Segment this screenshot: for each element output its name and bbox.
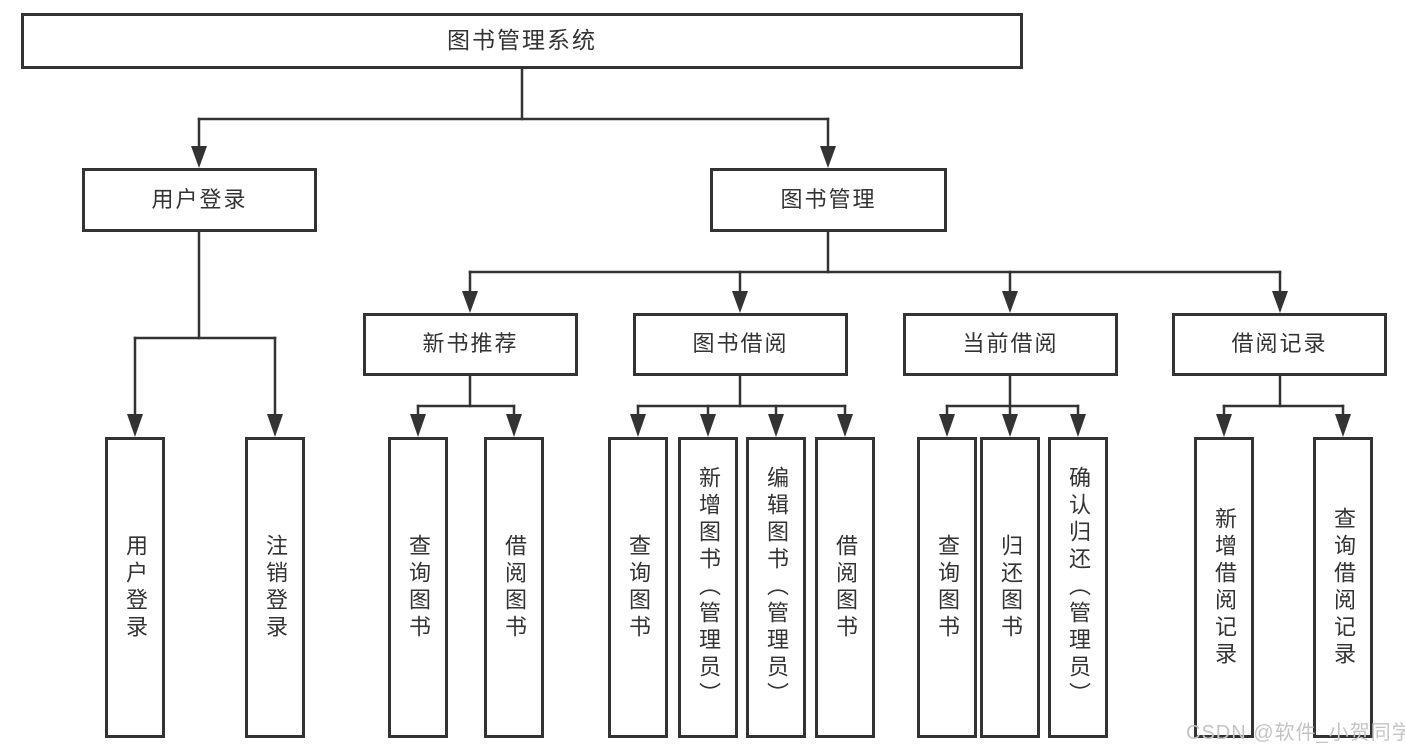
arrowhead-down-icon (1002, 291, 1018, 313)
node-new-book-recommendation: 新书推荐 (363, 313, 578, 376)
arrowhead-down-icon (462, 291, 478, 313)
node-current-borrowing: 当前借阅 (903, 313, 1118, 376)
arrowhead-down-icon (127, 414, 143, 437)
node-label: 新增图书（管理员） (696, 466, 721, 709)
arrowhead-down-icon (1070, 414, 1086, 437)
node-label: 查询图书 (626, 533, 651, 642)
node-label: 编辑图书（管理员） (764, 466, 789, 709)
node-label: 借阅图书 (833, 533, 858, 642)
leaf-borrow-books-recommend: 借阅图书 (484, 437, 544, 738)
node-label: 归还图书 (998, 533, 1023, 642)
leaf-add-borrow-record: 新增借阅记录 (1194, 437, 1254, 738)
node-label: 确认归还（管理员） (1066, 466, 1091, 709)
arrowhead-down-icon (630, 414, 646, 437)
node-label: 借阅图书 (502, 533, 527, 642)
arrowhead-down-icon (506, 414, 522, 437)
arrowhead-down-icon (820, 146, 836, 168)
arrowhead-down-icon (837, 414, 853, 437)
arrowhead-down-icon (1272, 291, 1288, 313)
leaf-query-borrow-record: 查询借阅记录 (1313, 437, 1373, 738)
leaf-add-books-admin: 新增图书（管理员） (678, 437, 738, 738)
node-label: 新增借阅记录 (1212, 506, 1237, 669)
node-label: 新书推荐 (422, 331, 519, 357)
node-book-borrowing: 图书借阅 (633, 313, 848, 376)
leaf-query-books-recommend: 查询图书 (388, 437, 448, 738)
node-label: 图书管理系统 (447, 27, 597, 54)
arrowhead-down-icon (700, 414, 716, 437)
node-label: 用户登录 (123, 533, 148, 642)
node-label: 查询借阅记录 (1331, 506, 1356, 669)
node-borrowing-records: 借阅记录 (1172, 313, 1387, 376)
node-label: 图书借阅 (692, 331, 789, 357)
arrowhead-down-icon (1216, 414, 1232, 437)
leaf-confirm-return-admin: 确认归还（管理员） (1048, 437, 1108, 738)
node-book-management: 图书管理 (710, 168, 947, 232)
node-label: 当前借阅 (962, 331, 1059, 357)
node-label: 查询图书 (935, 533, 960, 642)
node-label: 注销登录 (263, 533, 288, 642)
node-label: 图书管理 (780, 186, 877, 212)
csdn-watermark: CSDN @软件_小贺同学 (1186, 722, 1405, 744)
leaf-return-books: 归还图书 (980, 437, 1040, 738)
node-label: 借阅记录 (1231, 331, 1328, 357)
leaf-borrow-books: 借阅图书 (815, 437, 875, 738)
node-label: 查询图书 (406, 533, 431, 642)
node-user-login: 用户登录 (82, 168, 317, 232)
arrowhead-down-icon (768, 414, 784, 437)
leaf-query-books-current: 查询图书 (917, 437, 977, 738)
arrowhead-down-icon (267, 414, 283, 437)
arrowhead-down-icon (1002, 414, 1018, 437)
node-library-management-system: 图书管理系统 (21, 13, 1023, 69)
leaf-edit-books-admin: 编辑图书（管理员） (746, 437, 806, 738)
leaf-query-books-borrow: 查询图书 (608, 437, 668, 738)
leaf-user-login: 用户登录 (105, 437, 165, 738)
arrowhead-down-icon (1335, 414, 1351, 437)
arrowhead-down-icon (410, 414, 426, 437)
arrowhead-down-icon (191, 146, 207, 168)
node-label: 用户登录 (151, 186, 248, 212)
leaf-logout: 注销登录 (245, 437, 305, 738)
arrowhead-down-icon (939, 414, 955, 437)
arrowhead-down-icon (732, 291, 748, 313)
